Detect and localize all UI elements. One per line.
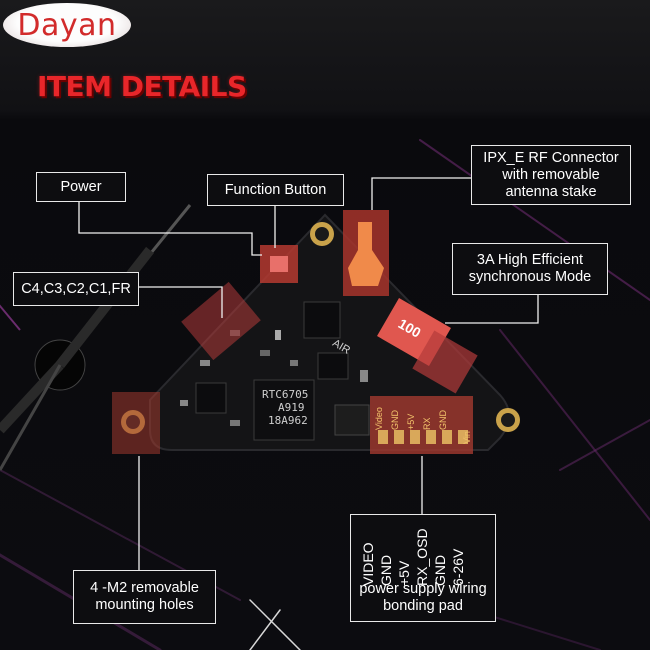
callout-line: with removable	[502, 166, 600, 183]
pad-label: Video	[374, 407, 384, 430]
pad-function-label: VIDEO	[360, 542, 376, 586]
vtx-board	[112, 210, 520, 454]
callout-line: IPX_E RF Connector	[483, 149, 619, 166]
callout-line: 4 -M2 removable	[90, 580, 199, 596]
leader-lines	[78, 177, 539, 572]
callout-line: bonding pad	[383, 598, 463, 614]
callout-function-button-text: Function Button	[224, 181, 327, 198]
callout-leds-text: C4,C3,C2,C1,FR	[21, 280, 131, 297]
pad-label: Vin	[462, 431, 472, 444]
pad-label: GND	[438, 410, 448, 430]
brand-logo: Dayan	[3, 3, 131, 47]
pad-function-label: 6-26V	[450, 548, 466, 586]
pad-label: GND	[390, 410, 400, 430]
callout-line: mounting holes	[95, 597, 194, 613]
chip-marking-line: A919	[278, 401, 305, 414]
pad-label: RX	[422, 417, 432, 430]
callout-line: synchronous Mode	[468, 269, 592, 285]
pad-function-list: VIDEO GND +5V RX_OSD GND 6-26V	[360, 528, 481, 586]
pad-function-label: GND	[378, 554, 394, 586]
chip-marking-line: RTC6705	[262, 388, 309, 401]
callout-power: Power	[36, 172, 126, 202]
section-title: ITEM DETAILS	[37, 70, 247, 103]
callout-line: antenna stake	[505, 183, 597, 200]
antenna-graphic	[0, 204, 192, 471]
pad-function-label: +5V	[396, 560, 412, 586]
callout-pad-wiring: power supply wiring bonding pad	[350, 514, 496, 622]
callout-function-button: Function Button	[207, 174, 344, 206]
callout-rf-connector: IPX_E RF Connector with removable antenn…	[471, 145, 631, 205]
pad-labels: Video GND +5V RX GND Vin	[372, 398, 472, 444]
callout-power-text: Power	[60, 178, 102, 195]
callout-line: power supply wiring	[359, 581, 487, 597]
chip-marking: RTC6705 A919 18A962	[262, 388, 308, 427]
callout-high-efficient: 3A High Efficient synchronous Mode	[452, 243, 608, 295]
callout-leds: C4,C3,C2,C1,FR	[13, 272, 139, 306]
callout-line: 3A High Efficient	[476, 252, 584, 268]
pad-function-label: RX_OSD	[414, 528, 430, 586]
brand-logo-text: Dayan	[17, 7, 117, 43]
chip-marking-line: 18A962	[268, 414, 308, 427]
pad-function-label: GND	[432, 554, 448, 586]
callout-mounting-holes: 4 -M2 removable mounting holes	[73, 570, 216, 624]
pad-label: +5V	[406, 413, 416, 430]
